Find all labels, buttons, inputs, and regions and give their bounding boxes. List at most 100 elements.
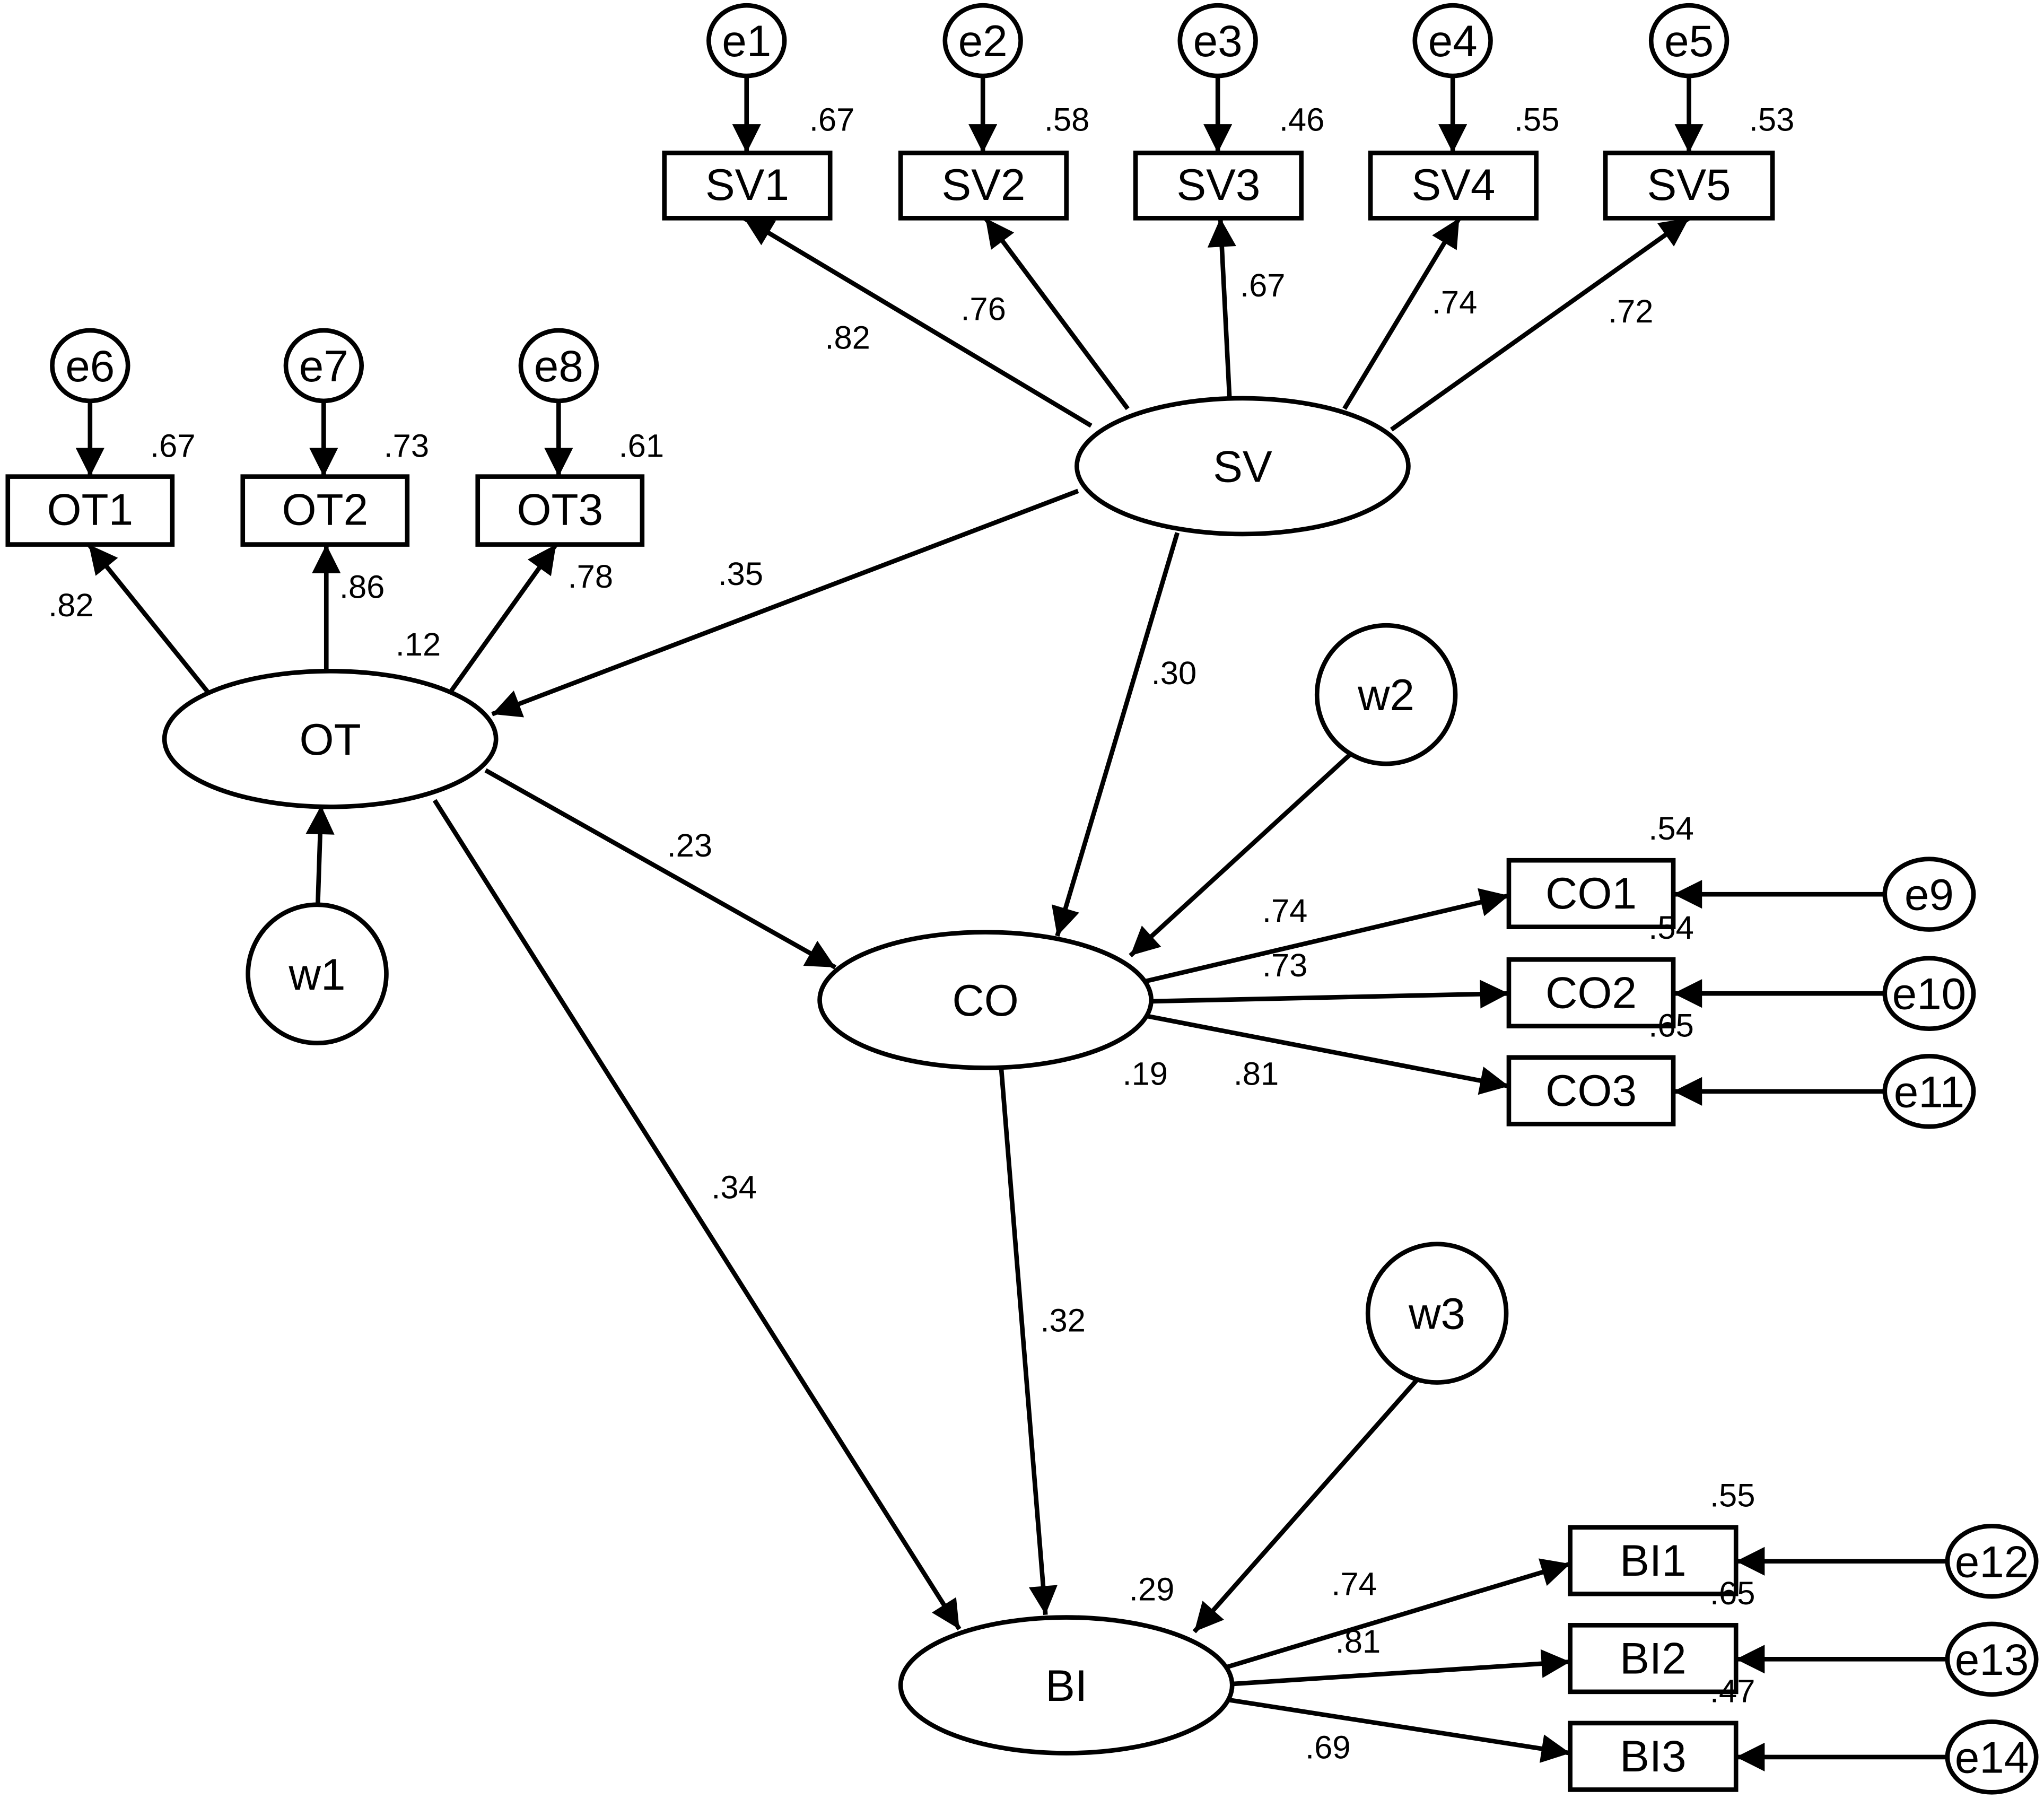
label-e10: e10 — [1892, 969, 1967, 1019]
label-BI2: BI2 — [1620, 1633, 1687, 1683]
error-e3: e3 — [1177, 3, 1258, 78]
label-SV1: SV1 — [705, 160, 789, 209]
r2-CO3: .65 — [1648, 1007, 1694, 1044]
label-e2: e2 — [958, 16, 1008, 66]
indicator-SV2: SV2 — [898, 150, 1069, 221]
label-e1: e1 — [722, 16, 771, 66]
r2-SV1: .67 — [809, 101, 855, 138]
label-SV2: SV2 — [941, 160, 1025, 209]
indicator-CO1: CO1 — [1506, 858, 1676, 929]
edge-CO-CO1 — [1142, 888, 1509, 984]
indicator-BI1: BI1 — [1568, 1525, 1739, 1596]
edge-BI-BI2 — [1231, 1649, 1570, 1687]
r2-SV4: .55 — [1514, 101, 1560, 138]
label-OT1: OT1 — [47, 485, 133, 535]
r2-SV3: .46 — [1279, 101, 1325, 138]
loading-SV-SV1: .82 — [825, 319, 870, 356]
r2-CO: .19 — [1123, 1055, 1168, 1092]
indicator-OT3: OT3 — [475, 474, 645, 547]
error-e12: e12 — [1945, 1523, 2039, 1599]
r2-CO2: .54 — [1648, 910, 1694, 946]
r2-OT2: .73 — [384, 428, 430, 465]
error-e10: e10 — [1882, 956, 1976, 1031]
error-e4: e4 — [1412, 3, 1493, 78]
error-e11: e11 — [1882, 1054, 1976, 1129]
edge-SV-SV1 — [743, 216, 1093, 428]
r2-BI3: .47 — [1710, 1673, 1755, 1710]
label-BI1: BI1 — [1620, 1535, 1687, 1585]
label-CO3: CO3 — [1545, 1066, 1637, 1115]
loading-BI-BI3: .69 — [1305, 1729, 1351, 1766]
r2-SV5: .53 — [1749, 101, 1795, 138]
label-e13: e13 — [1955, 1635, 2029, 1684]
label-OT2: OT2 — [282, 485, 368, 535]
indicator-SV3: SV3 — [1133, 150, 1304, 221]
r2-BI: .29 — [1129, 1571, 1175, 1608]
error-e7: e7 — [283, 328, 364, 404]
observed-variables: SV1 SV2 SV3 SV4 SV5 OT1 OT2 OT3 — [5, 150, 1775, 1792]
latent-SV: SV — [1075, 396, 1411, 537]
path-SV-OT: .35 — [718, 556, 764, 592]
coefficient-labels: .67 .58 .46 .55 .53 .82 .76 .67 .74 .72 … — [48, 101, 1794, 1766]
path-CO-BI: .32 — [1040, 1303, 1086, 1339]
edge-CO-BI — [999, 1066, 1058, 1615]
indicator-SV1: SV1 — [662, 150, 833, 221]
label-e11: e11 — [1894, 1067, 1964, 1116]
latent-variables: SV OT CO BI — [162, 396, 1411, 1756]
label-SV3: SV3 — [1176, 160, 1260, 209]
loading-SV-SV2: .76 — [960, 291, 1006, 327]
label-CO: CO — [952, 975, 1018, 1025]
indicator-SV4: SV4 — [1368, 150, 1539, 221]
latent-BI: BI — [898, 1615, 1235, 1756]
edges — [75, 76, 1947, 1771]
r2-SV2: .58 — [1044, 101, 1090, 138]
disturbance-w2: w2 — [1314, 623, 1458, 766]
label-BI: BI — [1045, 1661, 1087, 1710]
indicator-CO2: CO2 — [1506, 957, 1676, 1029]
latent-CO: CO — [817, 930, 1154, 1070]
indicator-BI2: BI2 — [1568, 1623, 1739, 1695]
r2-OT1: .67 — [150, 428, 196, 465]
loading-OT-OT1: .82 — [48, 587, 94, 624]
error-e2: e2 — [942, 3, 1023, 78]
loading-CO-CO1: .74 — [1262, 893, 1308, 929]
loading-BI-BI1: .74 — [1331, 1566, 1377, 1603]
error-e14: e14 — [1945, 1719, 2039, 1795]
label-e4: e4 — [1428, 16, 1478, 66]
indicator-OT1: OT1 — [5, 474, 175, 547]
path-SV-CO: .30 — [1151, 655, 1197, 692]
indicator-OT2: OT2 — [240, 474, 410, 547]
edge-SV-OT — [491, 488, 1079, 718]
error-e5: e5 — [1648, 3, 1729, 78]
loading-SV-SV4: .74 — [1432, 284, 1478, 321]
path-OT-CO: .23 — [667, 827, 713, 864]
label-SV: SV — [1213, 441, 1272, 491]
error-e6: e6 — [50, 328, 130, 404]
loading-CO-CO3: .81 — [1234, 1055, 1279, 1092]
indicator-SV5: SV5 — [1603, 150, 1775, 221]
indicator-CO3: CO3 — [1506, 1055, 1676, 1126]
loading-OT-OT3: .78 — [568, 558, 614, 595]
label-SV4: SV4 — [1411, 160, 1495, 209]
path-OT-BI: .34 — [711, 1169, 757, 1206]
edge-w2-CO — [1129, 742, 1363, 958]
loading-SV-SV5: .72 — [1608, 293, 1654, 330]
label-w2: w2 — [1357, 670, 1414, 720]
loading-SV-SV3: .67 — [1240, 267, 1286, 304]
label-e3: e3 — [1193, 16, 1243, 66]
indicator-BI3: BI3 — [1568, 1721, 1739, 1792]
loading-CO-CO2: .73 — [1262, 947, 1308, 984]
loading-OT-OT2: .86 — [339, 569, 385, 605]
edge-BI-BI3 — [1226, 1697, 1571, 1763]
loading-BI-BI2: .81 — [1335, 1623, 1381, 1660]
edge-SV-CO — [1051, 532, 1180, 937]
edge-OT-CO — [484, 768, 837, 970]
edge-CO-CO2 — [1151, 980, 1509, 1009]
error-terms: e1 e2 e3 e4 e5 e6 e7 e8 — [50, 3, 2039, 1795]
disturbance-terms: w1 w2 w3 — [246, 623, 1509, 1385]
label-w3: w3 — [1408, 1289, 1465, 1339]
edge-OT-BI — [432, 799, 962, 1631]
disturbance-w3: w3 — [1365, 1242, 1509, 1385]
label-w1: w1 — [289, 949, 346, 999]
